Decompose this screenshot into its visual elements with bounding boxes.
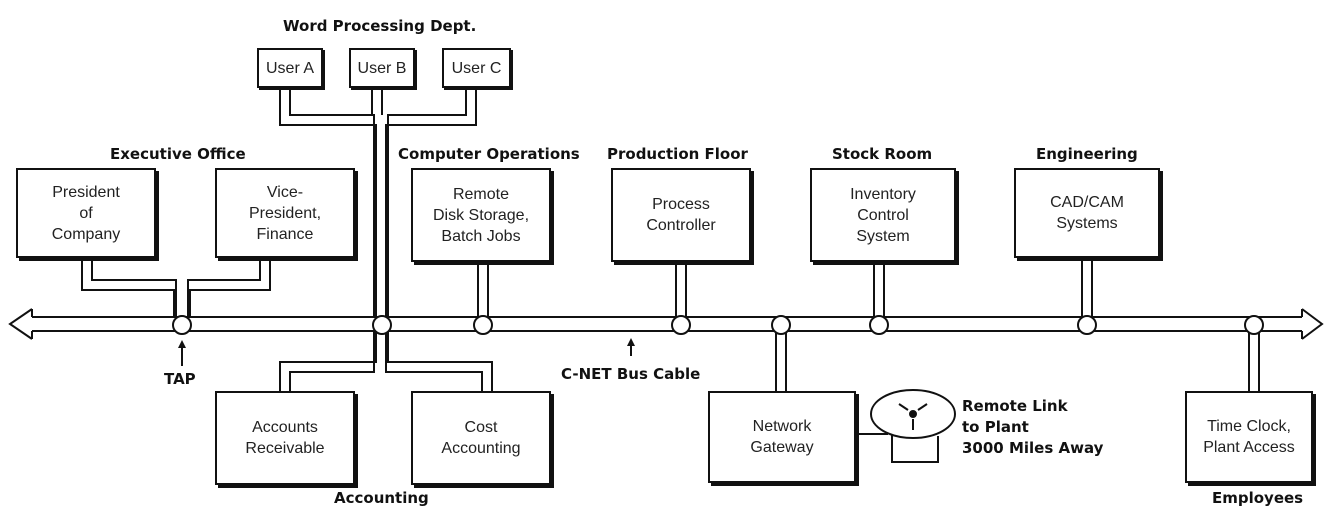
user-a-box: User A bbox=[257, 48, 323, 88]
engineering-drop bbox=[1081, 258, 1093, 317]
computer-operations-title: Computer Operations bbox=[398, 145, 580, 163]
tap-word-processing bbox=[372, 315, 392, 335]
bus-cable bbox=[8, 308, 1324, 340]
cost-accounting-box: Cost Accounting bbox=[411, 391, 551, 485]
cad-cam-box: CAD/CAM Systems bbox=[1014, 168, 1160, 258]
computer-ops-drop bbox=[477, 262, 489, 317]
stock-room-drop bbox=[873, 262, 885, 317]
production-floor-title: Production Floor bbox=[607, 145, 748, 163]
process-controller-box: Process Controller bbox=[611, 168, 751, 262]
remote-link-connection bbox=[858, 433, 939, 463]
time-clock-box: Time Clock, Plant Access bbox=[1185, 391, 1313, 483]
employees-title: Employees bbox=[1212, 489, 1304, 507]
remote-link-label: Remote Link to Plant 3000 Miles Away bbox=[962, 397, 1104, 457]
tap-label: TAP bbox=[164, 370, 196, 388]
tap-computer-ops bbox=[473, 315, 493, 335]
stock-room-title: Stock Room bbox=[832, 145, 933, 163]
tap-executive bbox=[172, 315, 192, 335]
network-gateway-box: Network Gateway bbox=[708, 391, 856, 483]
production-drop bbox=[675, 262, 687, 317]
tap-employees bbox=[1244, 315, 1264, 335]
engineering-title: Engineering bbox=[1036, 145, 1138, 163]
user-b-box: User B bbox=[349, 48, 415, 88]
tap-pointer-arrow bbox=[178, 340, 186, 366]
executive-connection bbox=[81, 258, 271, 317]
accounting-connection bbox=[279, 331, 493, 391]
cable-pointer-arrow bbox=[627, 338, 635, 356]
user-c-box: User C bbox=[442, 48, 511, 88]
word-processing-title: Word Processing Dept. bbox=[283, 17, 477, 35]
tap-production bbox=[671, 315, 691, 335]
word-processing-connection bbox=[279, 88, 477, 317]
president-box: President of Company bbox=[16, 168, 156, 258]
gateway-drop bbox=[775, 331, 787, 391]
remote-disk-storage-box: Remote Disk Storage, Batch Jobs bbox=[411, 168, 551, 262]
tap-stock-room bbox=[869, 315, 889, 335]
satellite-dish-icon bbox=[870, 389, 956, 439]
inventory-control-box: Inventory Control System bbox=[810, 168, 956, 262]
employees-drop bbox=[1248, 331, 1260, 391]
tap-engineering bbox=[1077, 315, 1097, 335]
accounting-title: Accounting bbox=[334, 489, 429, 507]
accounts-receivable-box: Accounts Receivable bbox=[215, 391, 355, 485]
vice-president-box: Vice- President, Finance bbox=[215, 168, 355, 258]
bus-cable-label: C-NET Bus Cable bbox=[561, 365, 701, 383]
tap-gateway bbox=[771, 315, 791, 335]
executive-office-title: Executive Office bbox=[110, 145, 246, 163]
